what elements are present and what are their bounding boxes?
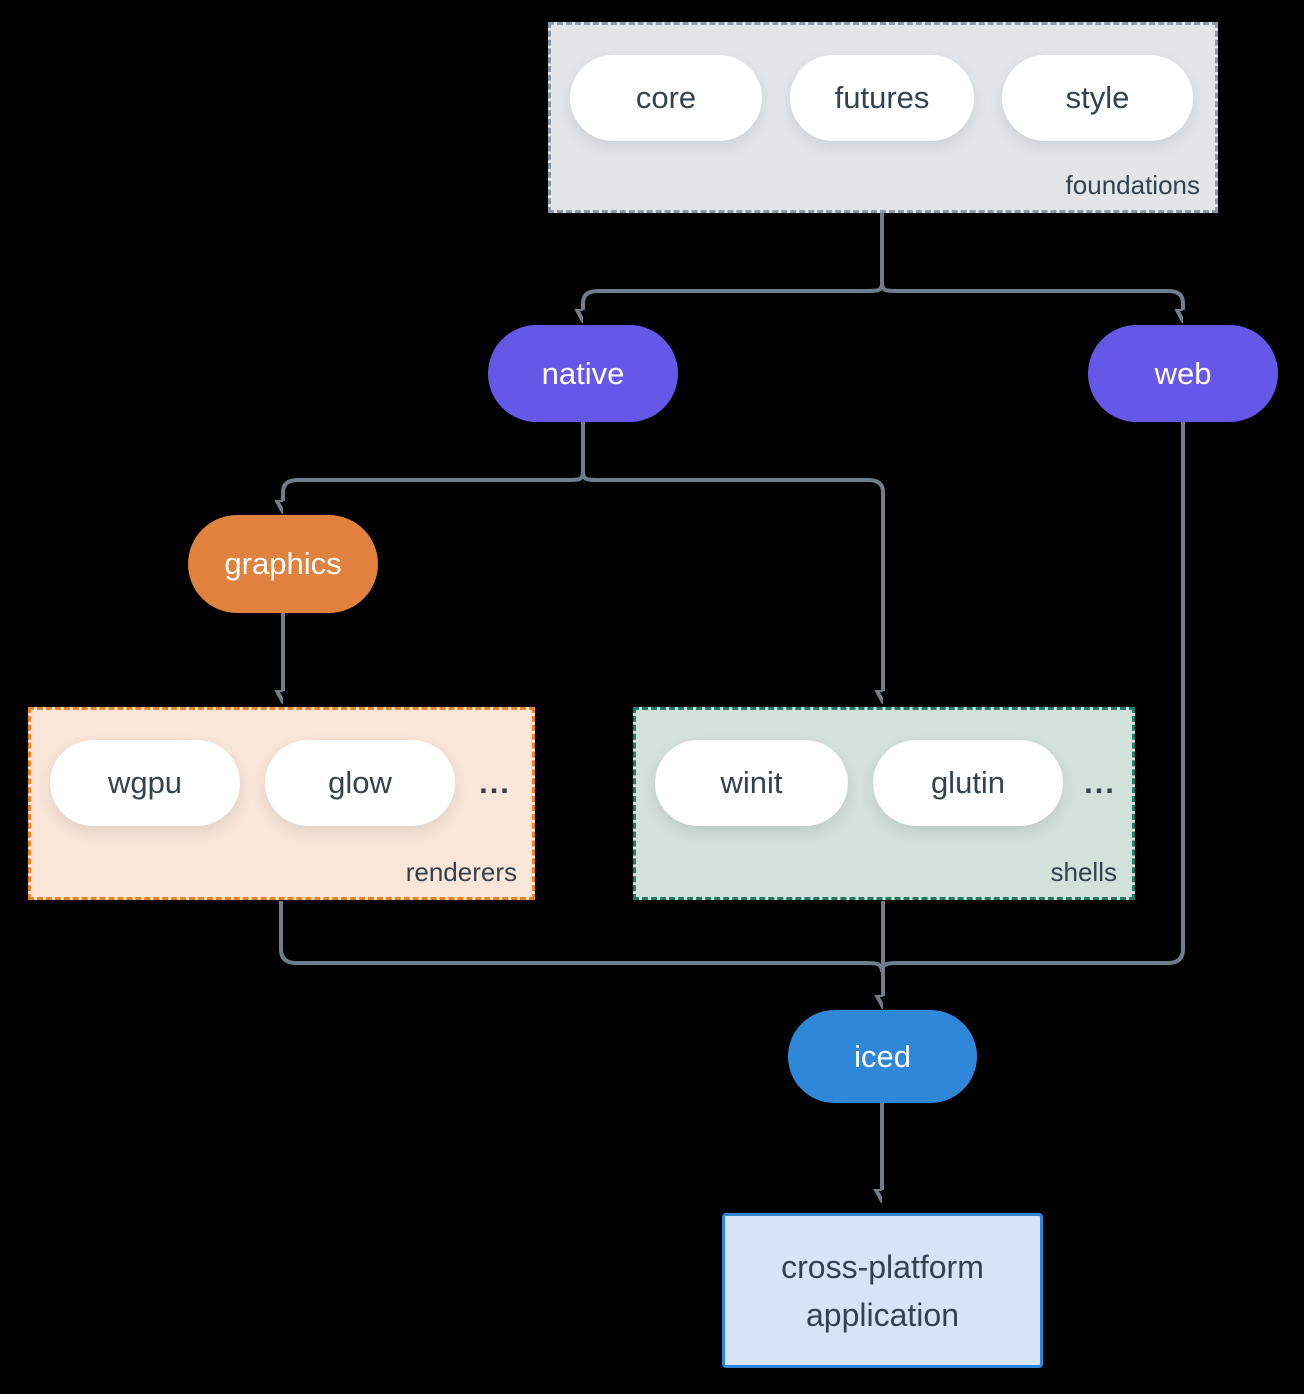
group-shells-label: shells <box>1050 857 1117 887</box>
renderers-ellipsis: ... <box>479 765 511 800</box>
node-web: web <box>1088 325 1278 422</box>
node-style: style <box>1002 55 1193 141</box>
group-renderers: wgpu glow ... renderers <box>28 707 535 900</box>
node-cross-platform-application: cross-platform application <box>722 1213 1043 1368</box>
node-winit: winit <box>655 740 848 826</box>
shells-ellipsis: ... <box>1084 765 1116 800</box>
arrow-foundations-to-native <box>583 282 884 310</box>
arrow-native-to-shells <box>581 471 885 691</box>
node-native: native <box>488 325 678 422</box>
group-renderers-label: renderers <box>405 857 517 887</box>
node-graphics: graphics <box>188 515 378 613</box>
node-glutin: glutin <box>873 740 1063 826</box>
wire-renderers-to-merge <box>279 901 884 973</box>
group-shells: winit glutin ... shells <box>633 707 1135 900</box>
node-wgpu: wgpu <box>50 740 240 826</box>
group-foundations-label: foundations <box>1065 170 1200 200</box>
group-foundations: core futures style foundations <box>548 22 1218 213</box>
node-iced: iced <box>788 1010 977 1103</box>
node-core: core <box>570 55 762 141</box>
arrow-native-to-graphics <box>283 471 585 501</box>
node-futures: futures <box>790 55 974 141</box>
arrow-foundations-to-web <box>880 282 1185 310</box>
node-glow: glow <box>265 740 455 826</box>
